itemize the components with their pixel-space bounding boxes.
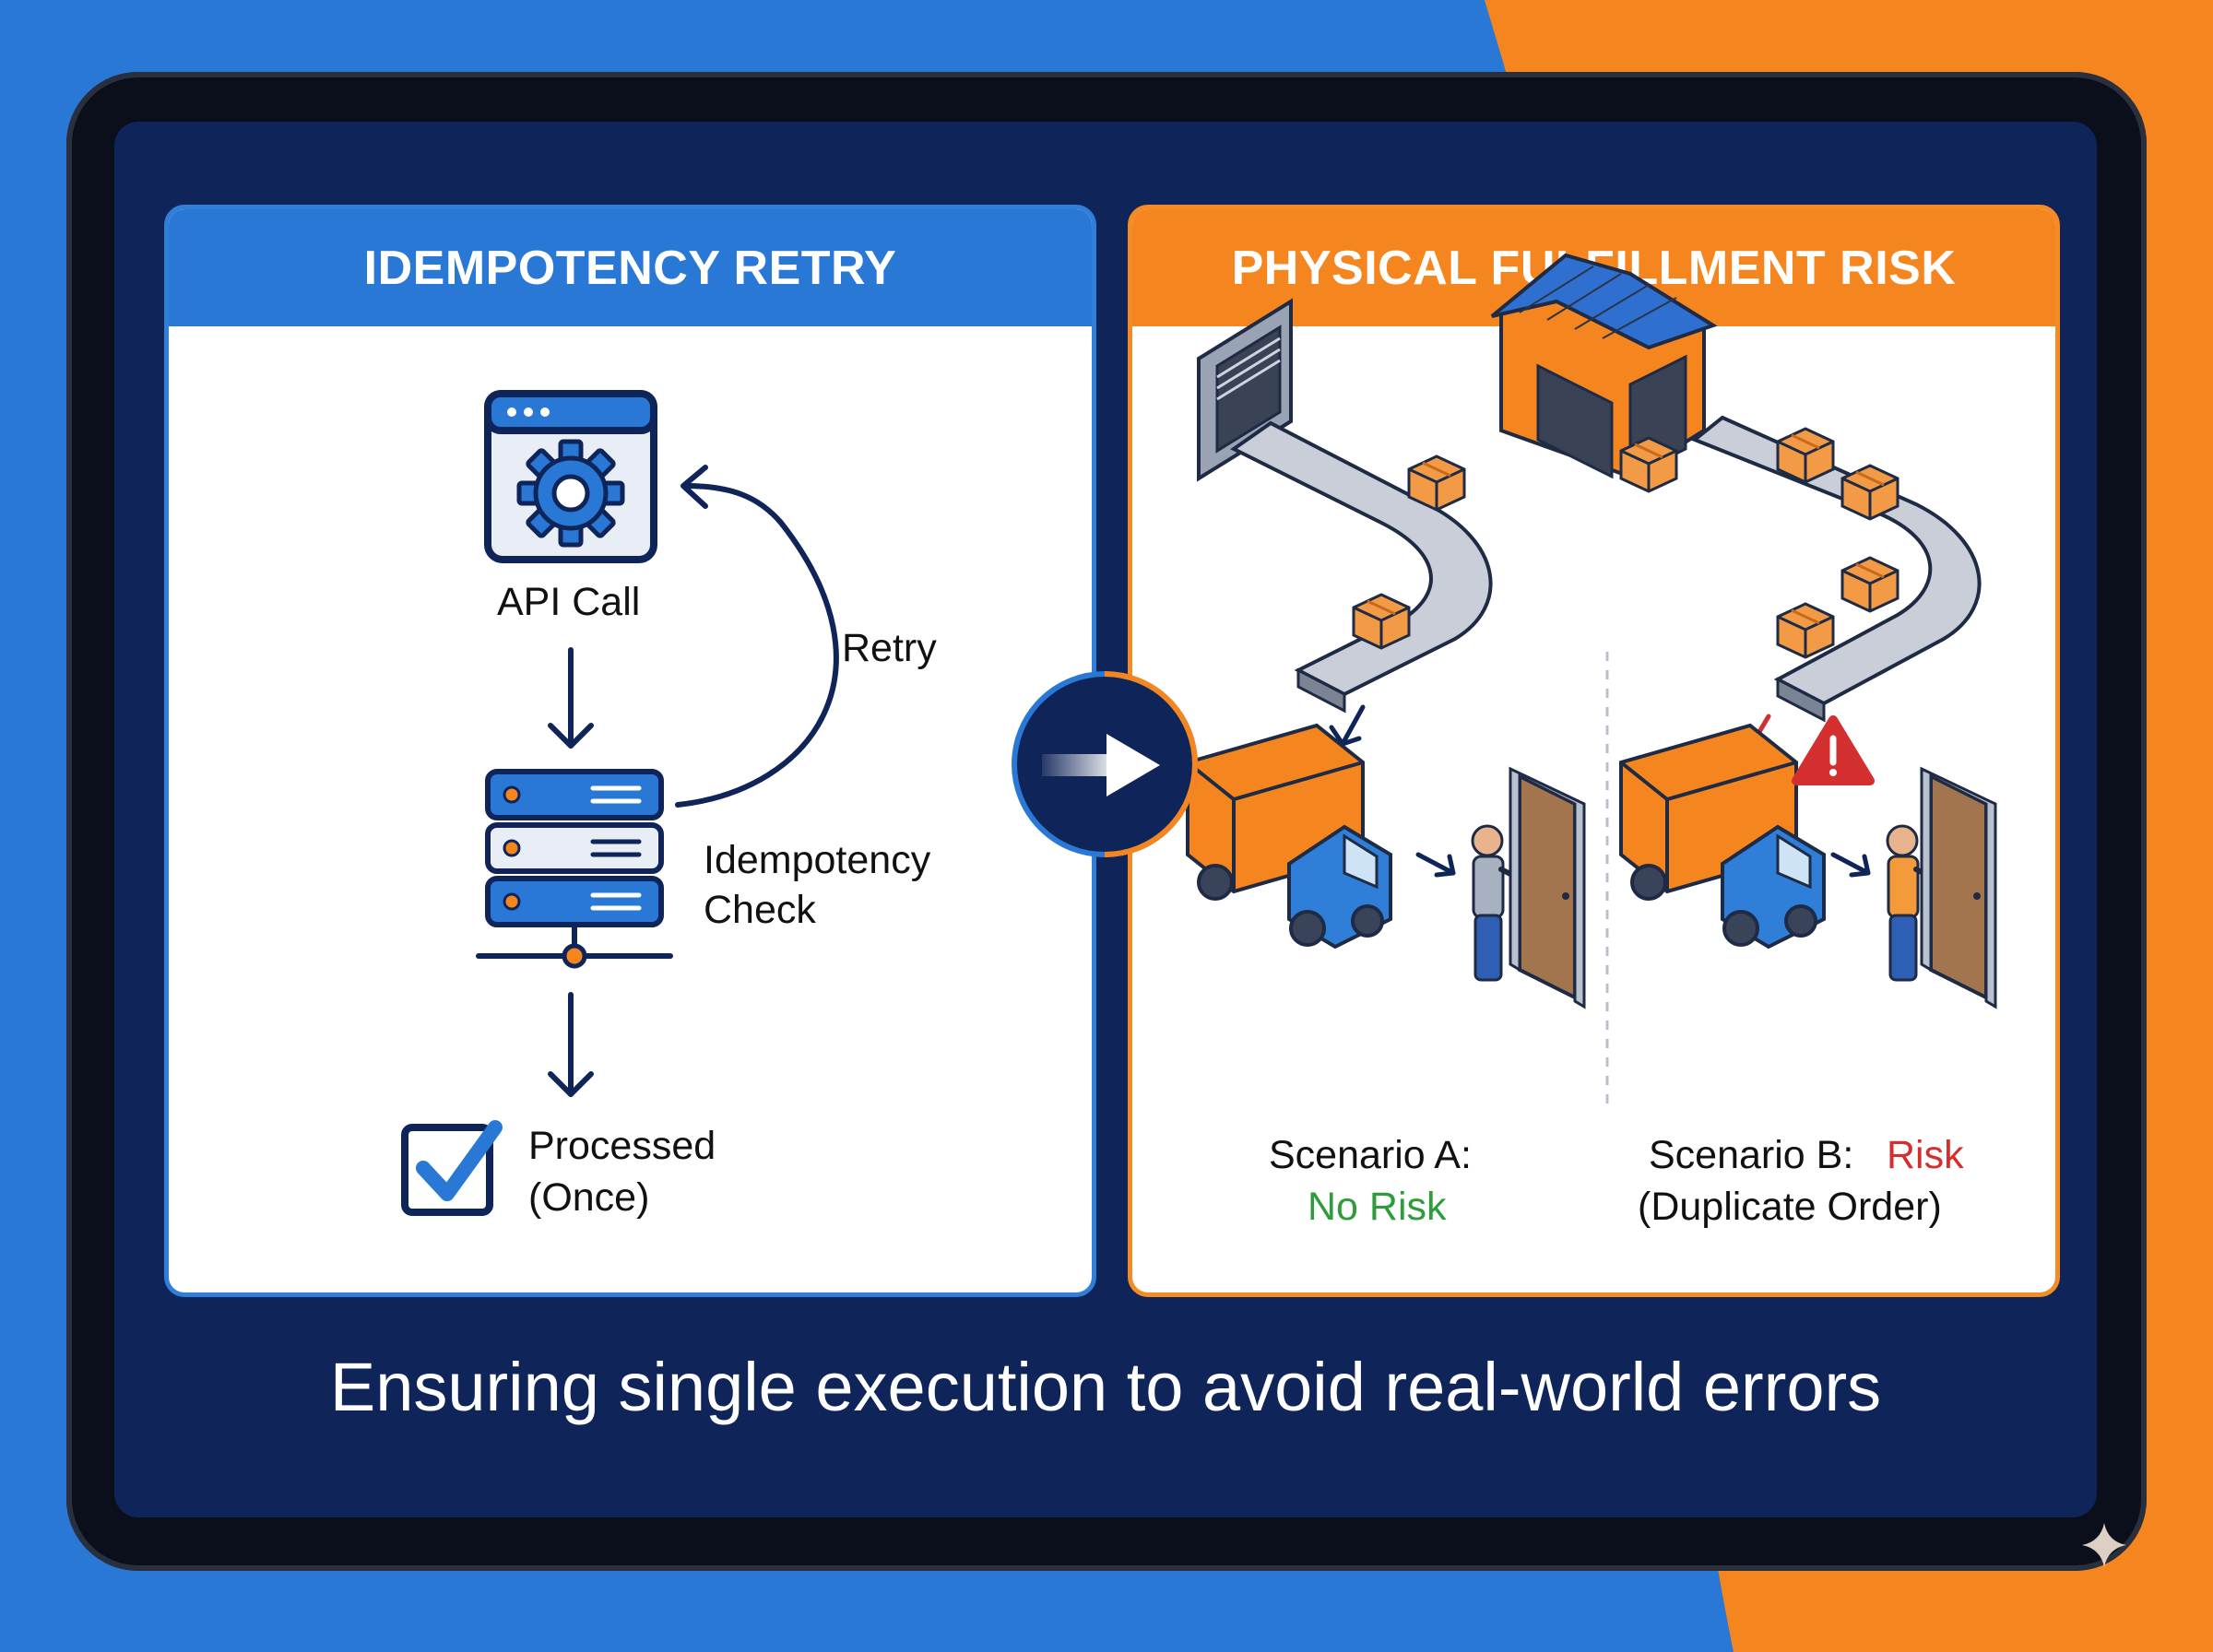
conveyor-icon xyxy=(1230,420,1493,714)
package-icon xyxy=(1352,593,1411,650)
idempotency-check-label-line1: Idempotency xyxy=(704,838,931,882)
scenario-b-detail: (Duplicate Order) xyxy=(1638,1185,1942,1229)
package-icon xyxy=(1776,427,1835,484)
idempotency-flow-diagram xyxy=(401,390,839,1216)
arrow-right-icon xyxy=(1415,852,1871,878)
arrow-down-icon xyxy=(1329,704,1366,747)
processed-label-line2: (Once) xyxy=(528,1175,650,1220)
scenario-a-status: No Risk xyxy=(1308,1185,1447,1229)
idempotency-check-label-line2: Check xyxy=(704,888,816,932)
person-icon xyxy=(1886,824,1945,982)
arrow-down-icon xyxy=(548,647,594,749)
door-icon xyxy=(1920,767,1997,1009)
idempotency-panel: IDEMPOTENCY RETRY xyxy=(164,205,1096,1297)
warning-icon xyxy=(1792,715,1875,785)
package-icon xyxy=(1619,436,1678,493)
retry-arrow-icon xyxy=(675,465,839,808)
scenario-b-status: Risk xyxy=(1887,1133,1964,1177)
footer-caption: Ensuring single execution to avoid real-… xyxy=(329,1349,1882,1425)
retry-label: Retry xyxy=(842,626,937,670)
checkbox-icon xyxy=(401,1120,503,1216)
server-icon xyxy=(476,769,673,969)
conveyor-icon xyxy=(1691,415,1982,723)
warehouse-icon xyxy=(1490,253,1718,479)
package-icon xyxy=(1407,454,1466,512)
idempotency-panel-title: IDEMPOTENCY RETRY xyxy=(169,209,1092,326)
processed-label-line1: Processed xyxy=(528,1124,716,1168)
scenario-a-label: Scenario A: xyxy=(1269,1133,1472,1177)
scenario-b-label: Scenario B: xyxy=(1649,1133,1854,1177)
package-icon xyxy=(1776,602,1835,659)
door-icon xyxy=(1509,767,1586,1009)
arrow-down-icon xyxy=(548,992,594,1097)
package-icon xyxy=(1840,556,1899,613)
truck-icon xyxy=(1186,724,1392,949)
api-call-label: API Call xyxy=(497,580,641,624)
gear-icon xyxy=(484,390,657,563)
truck-icon xyxy=(1619,724,1826,949)
fulfillment-illustration xyxy=(1186,253,1997,1113)
package-icon xyxy=(1840,464,1899,521)
fulfillment-risk-panel: PHYSICAL FULFILLMENT RISK xyxy=(1128,205,2060,1297)
